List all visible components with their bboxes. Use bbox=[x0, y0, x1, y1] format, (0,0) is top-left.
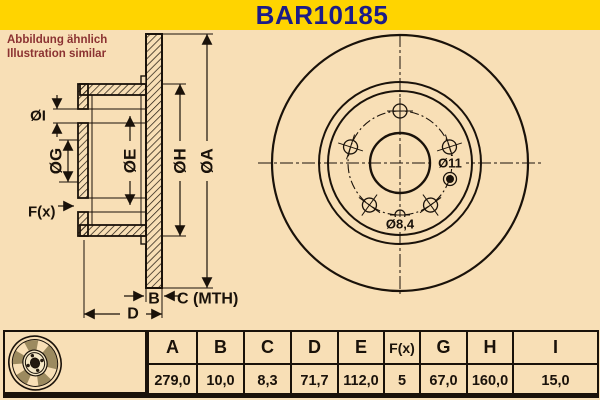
label-dia-i: ØI bbox=[30, 108, 46, 125]
note-line-de: Abbildung ähnlich bbox=[7, 34, 108, 46]
bottom-border-strip bbox=[3, 393, 597, 398]
illustration-note: Abbildung ähnlich Illustration similar bbox=[7, 33, 107, 61]
hub-wall-lower bbox=[77, 211, 89, 237]
outer-diameter-circle bbox=[270, 33, 530, 293]
part-number-title: BAR10185 bbox=[255, 0, 389, 30]
label-fixing-hole: Ø11 bbox=[438, 156, 462, 171]
header-bar: BAR10185 bbox=[0, 0, 600, 30]
label-b: B bbox=[148, 291, 160, 308]
col-header-e: E bbox=[337, 330, 385, 365]
icon-box bbox=[3, 330, 147, 394]
col-header-d: D bbox=[290, 330, 339, 365]
col-header-g: G bbox=[419, 330, 468, 365]
center-bore-circle bbox=[368, 131, 432, 195]
front-view: Ø11 Ø8,4 bbox=[258, 33, 543, 294]
hat-bottom-plate bbox=[79, 224, 147, 237]
note-line-en: Illustration similar bbox=[7, 48, 107, 60]
disc-lip-bottom bbox=[140, 235, 147, 245]
hub-wall-upper bbox=[77, 83, 89, 110]
value-i: 15,0 bbox=[512, 363, 599, 398]
hat-top-plate bbox=[79, 83, 147, 96]
label-d: D bbox=[127, 306, 139, 323]
table-header-row: A B C D E F(x) G H I bbox=[147, 330, 599, 365]
value-e: 112,0 bbox=[337, 363, 385, 398]
hub-wall-middle bbox=[77, 122, 89, 199]
label-locating-hole: Ø8,4 bbox=[386, 217, 415, 232]
disc-lip-top bbox=[140, 75, 147, 85]
friction-band-circle bbox=[318, 81, 482, 245]
col-header-b: B bbox=[196, 330, 245, 365]
label-c-mth: C (MTH) bbox=[177, 291, 238, 308]
bolt-holes bbox=[338, 98, 462, 216]
col-header-a: A bbox=[147, 330, 198, 365]
label-dia-a: ØA bbox=[198, 148, 217, 174]
label-dia-h: ØH bbox=[171, 148, 190, 174]
hat-diameter-circle bbox=[327, 90, 473, 236]
col-header-h: H bbox=[466, 330, 514, 365]
fixing-hole bbox=[442, 171, 458, 187]
col-header-c: C bbox=[243, 330, 292, 365]
col-header-i: I bbox=[512, 330, 599, 365]
col-header-f: F(x) bbox=[383, 330, 421, 365]
brake-disc-icon bbox=[8, 335, 62, 391]
value-g: 67,0 bbox=[419, 363, 468, 398]
value-c: 8,3 bbox=[243, 363, 292, 398]
cross-section-view: ØI ØG ØE ØH ØA F(x) B C (MTH) D bbox=[28, 33, 238, 323]
label-dia-e: ØE bbox=[121, 149, 140, 174]
label-dia-g: ØG bbox=[47, 148, 66, 174]
label-f: F(x) bbox=[28, 204, 56, 221]
dimensions-table: A B C D E F(x) G H I 279,0 10,0 8,3 71,7… bbox=[147, 330, 599, 398]
disc-section bbox=[145, 33, 163, 289]
